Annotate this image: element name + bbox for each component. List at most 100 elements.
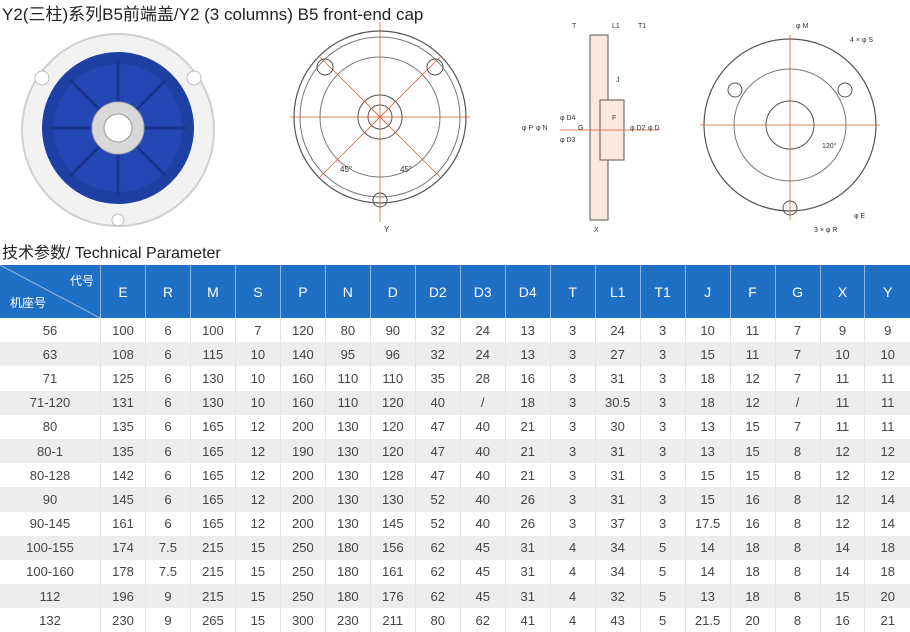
param-cell: 18 bbox=[730, 584, 776, 609]
param-cell: 156 bbox=[370, 535, 416, 560]
param-cell: 96 bbox=[370, 342, 416, 367]
param-cell: 6 bbox=[145, 366, 191, 391]
param-cell: 40 bbox=[460, 511, 506, 536]
frame-size-cell: 100-155 bbox=[0, 535, 101, 560]
column-header-d2: D2 bbox=[415, 265, 461, 318]
param-cell: 11 bbox=[864, 414, 910, 439]
param-cell: 13 bbox=[685, 438, 731, 464]
param-cell: 17.5 bbox=[685, 511, 731, 536]
param-cell: 15 bbox=[685, 487, 731, 512]
frame-size-cell: 80-128 bbox=[0, 463, 101, 488]
param-cell: 45 bbox=[460, 584, 506, 609]
param-cell: 130 bbox=[325, 511, 371, 536]
angle-label-left: 45° bbox=[340, 165, 352, 174]
param-cell: 12 bbox=[235, 414, 281, 439]
param-cell: 215 bbox=[190, 559, 236, 585]
section-subtitle: 技术参数/ Technical Parameter bbox=[2, 245, 221, 262]
column-header-t1: T1 bbox=[640, 265, 686, 318]
column-header-s: S bbox=[235, 265, 281, 318]
frame-size-cell: 112 bbox=[0, 584, 101, 609]
dim-3r: 3 × φ R bbox=[814, 227, 837, 234]
param-cell: 11 bbox=[820, 390, 866, 415]
param-cell: 8 bbox=[775, 559, 821, 585]
param-cell: 24 bbox=[460, 342, 506, 367]
param-cell: 3 bbox=[640, 318, 686, 343]
param-cell: 20 bbox=[864, 584, 910, 609]
param-cell: 140 bbox=[280, 342, 326, 367]
param-cell: 110 bbox=[325, 390, 371, 415]
dim-n: φ N bbox=[536, 125, 548, 132]
param-cell: 6 bbox=[145, 390, 191, 415]
front-view-drawing: 45° 45° Y bbox=[290, 22, 470, 232]
frame-size-cell: 63 bbox=[0, 342, 101, 367]
param-cell: 6 bbox=[145, 438, 191, 464]
param-cell: 24 bbox=[595, 318, 641, 343]
column-header-d4: D4 bbox=[505, 265, 551, 318]
param-cell: 145 bbox=[100, 487, 146, 512]
param-cell: 80 bbox=[415, 608, 461, 632]
param-cell: 31 bbox=[595, 487, 641, 512]
angle-label-right: 45° bbox=[400, 165, 412, 174]
param-cell: 15 bbox=[235, 608, 281, 632]
param-cell: 215 bbox=[190, 584, 236, 609]
param-cell: 15 bbox=[730, 438, 776, 464]
param-cell: 3 bbox=[640, 390, 686, 415]
dim-d3: φ D3 bbox=[560, 137, 576, 144]
param-cell: 21 bbox=[505, 463, 551, 488]
param-cell: 180 bbox=[325, 535, 371, 560]
param-cell: 62 bbox=[415, 559, 461, 585]
param-cell: 52 bbox=[415, 487, 461, 512]
param-cell: 3 bbox=[550, 342, 596, 367]
column-header-x: X bbox=[820, 265, 866, 318]
param-cell: 4 bbox=[550, 584, 596, 609]
param-cell: 15 bbox=[685, 342, 731, 367]
param-cell: 7.5 bbox=[145, 559, 191, 585]
param-cell: 12 bbox=[864, 463, 910, 488]
param-cell: 26 bbox=[505, 487, 551, 512]
param-cell: 31 bbox=[595, 438, 641, 464]
param-cell: 100 bbox=[100, 318, 146, 343]
param-cell: 10 bbox=[685, 318, 731, 343]
param-cell: 130 bbox=[370, 487, 416, 512]
param-cell: 14 bbox=[864, 487, 910, 512]
param-cell: 7 bbox=[775, 366, 821, 391]
column-header-r: R bbox=[145, 265, 191, 318]
dim-p: φ P bbox=[522, 125, 533, 132]
param-cell: 45 bbox=[460, 535, 506, 560]
param-cell: 40 bbox=[415, 390, 461, 415]
param-cell: 11 bbox=[864, 366, 910, 391]
param-cell: 40 bbox=[460, 487, 506, 512]
dim-j: J bbox=[616, 77, 620, 84]
dim-g: G bbox=[578, 125, 583, 132]
param-cell: 200 bbox=[280, 414, 326, 439]
param-cell: 11 bbox=[864, 390, 910, 415]
column-header-l1: L1 bbox=[595, 265, 641, 318]
param-cell: 8 bbox=[775, 463, 821, 488]
param-cell: 3 bbox=[550, 463, 596, 488]
param-cell: 7 bbox=[775, 414, 821, 439]
page-title: Y2(三柱)系列B5前端盖/Y2 (3 columns) B5 front-en… bbox=[2, 5, 424, 24]
column-header-d3: D3 bbox=[460, 265, 506, 318]
param-cell: 250 bbox=[280, 584, 326, 609]
param-cell: 178 bbox=[100, 559, 146, 585]
frame-size-cell: 80-1 bbox=[0, 438, 101, 464]
param-cell: 95 bbox=[325, 342, 371, 367]
param-cell: 120 bbox=[370, 414, 416, 439]
param-cell: 8 bbox=[775, 535, 821, 560]
param-cell: 15 bbox=[235, 584, 281, 609]
param-cell: 3 bbox=[550, 487, 596, 512]
param-cell: 15 bbox=[730, 414, 776, 439]
param-cell: 130 bbox=[190, 366, 236, 391]
param-cell: 12 bbox=[730, 390, 776, 415]
param-cell: 10 bbox=[864, 342, 910, 367]
param-cell: 3 bbox=[640, 342, 686, 367]
param-cell: 3 bbox=[640, 487, 686, 512]
dim-x: X bbox=[594, 227, 599, 234]
param-cell: 7.5 bbox=[145, 535, 191, 560]
param-cell: 21.5 bbox=[685, 608, 731, 632]
